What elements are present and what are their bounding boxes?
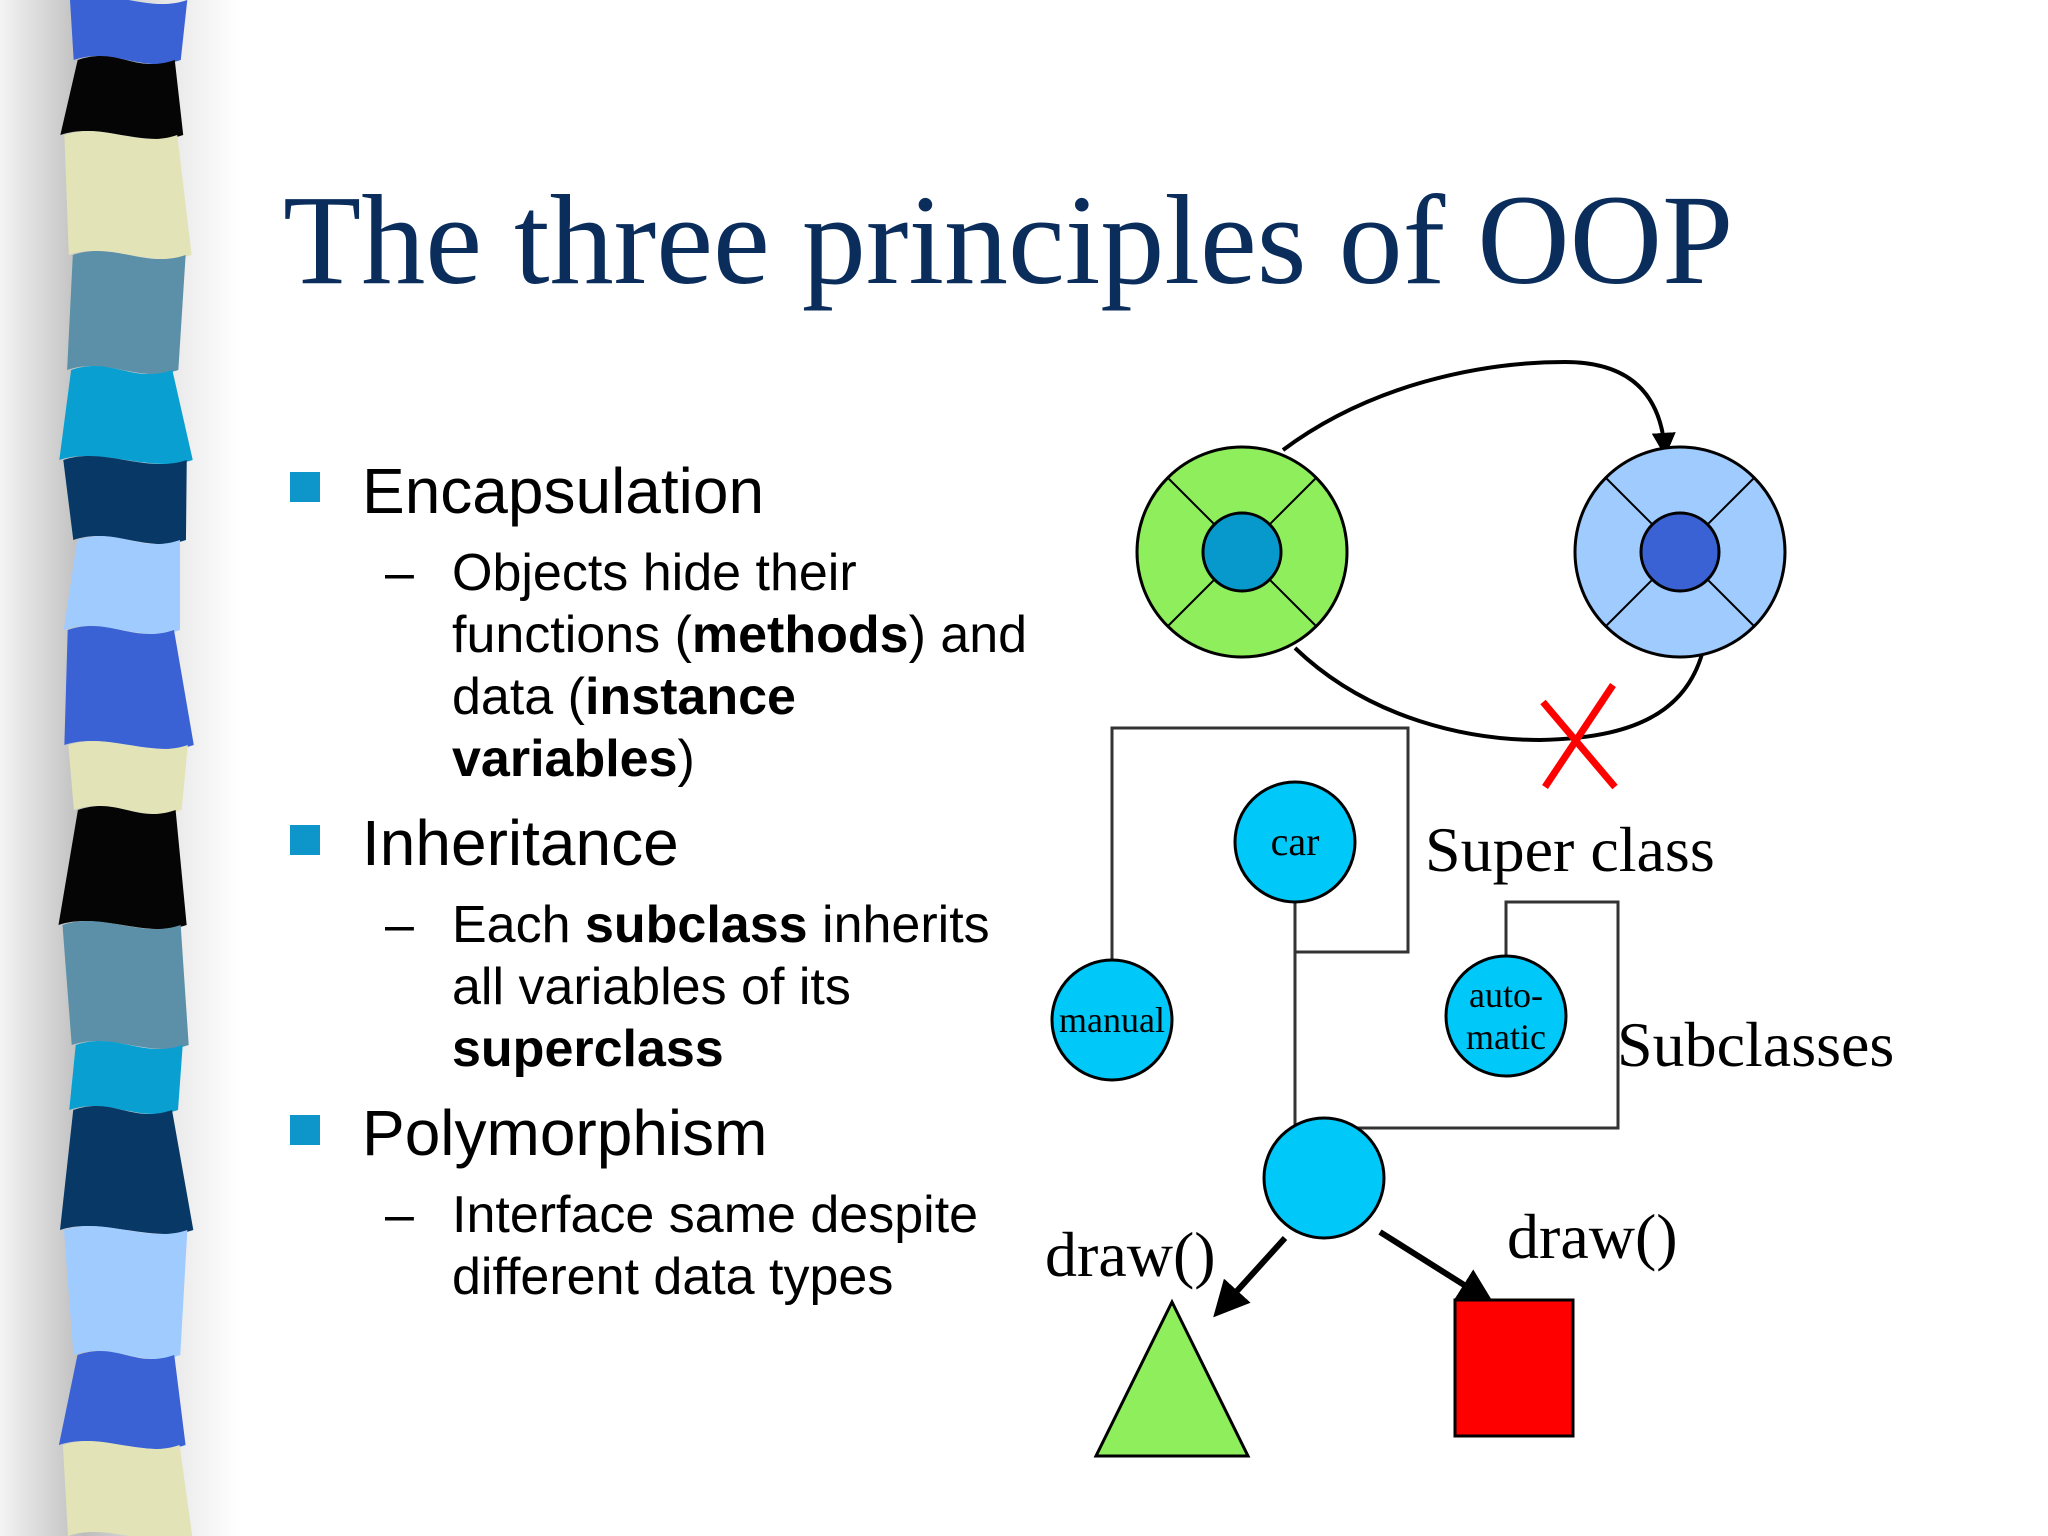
automatic-node	[1444, 954, 1568, 1078]
text-run: auto-	[1469, 975, 1543, 1015]
text-run: )	[677, 730, 695, 788]
inheritance-connectors	[1110, 726, 1620, 1130]
dash-icon: –	[385, 1186, 414, 1244]
superclass-label: Super class	[1425, 814, 1715, 885]
car-node-label: car	[1270, 819, 1320, 864]
encapsulation-description: Objects hide their functions (methods) a…	[452, 542, 1027, 790]
text-run-bold: superclass	[452, 1020, 724, 1078]
ribbon-stripe	[60, 1105, 194, 1235]
ribbon-stripe	[62, 920, 189, 1050]
dash-icon: –	[385, 896, 414, 954]
manual-node-label: manual	[1059, 1000, 1165, 1040]
ribbon-stripe	[58, 1350, 186, 1450]
text-run-bold: subclass	[584, 896, 808, 954]
shape-node	[1262, 1116, 1386, 1240]
ribbon-stripe	[68, 740, 188, 815]
blocked-access-cross-icon	[1540, 683, 1618, 790]
message-arrow-top	[1281, 359, 1676, 457]
ribbon-stripes	[58, 0, 194, 1536]
text-run: all variables of its	[452, 958, 851, 1016]
draw-left-label: draw()	[1045, 1219, 1216, 1290]
bullet-square-icon	[290, 1115, 320, 1145]
ribbon-stripe	[63, 455, 187, 545]
manual-node	[1050, 958, 1174, 1082]
ribbon-stripe	[64, 130, 192, 260]
encapsulated-object-blue	[1573, 445, 1787, 659]
draw-arrow-right	[1378, 1229, 1495, 1304]
text-run: functions (	[452, 606, 692, 664]
ribbon-stripe	[69, 1040, 183, 1115]
bullet-square-icon	[290, 472, 320, 502]
text-run: Objects hide their	[452, 544, 857, 602]
text-run: Interface same despite	[452, 1186, 979, 1244]
slide-title: The three principles of OOP	[283, 169, 1734, 311]
draw-right-label: draw()	[1507, 1201, 1678, 1272]
ribbon-stripe	[70, 0, 188, 64]
draw-arrow-left	[1213, 1235, 1288, 1318]
car-node	[1233, 780, 1357, 904]
text-run-bold: methods	[691, 606, 909, 664]
automatic-node-label: auto- matic	[1446, 974, 1566, 1058]
text-run: Each	[452, 896, 585, 954]
ribbon-stripe	[64, 1225, 188, 1360]
text-run-bold: instance	[584, 668, 796, 726]
bullet-square-icon	[290, 825, 320, 855]
inheritance-description: Each subclass inherits all variables of …	[452, 894, 990, 1080]
text-run: inherits	[807, 896, 990, 954]
text-run: different data types	[452, 1248, 894, 1306]
ribbon-stripe	[60, 55, 184, 140]
ribbon-stripe	[63, 535, 180, 635]
ribbon-stripe	[58, 805, 187, 930]
subclasses-label: Subclasses	[1617, 1009, 1895, 1080]
message-arrow-bottom	[1293, 585, 1722, 743]
text-run: matic	[1466, 1017, 1546, 1057]
dash-icon: –	[385, 544, 414, 602]
bullet-polymorphism: Polymorphism	[362, 1097, 768, 1169]
ribbon-stripe	[59, 365, 193, 465]
text-run: data (	[452, 668, 585, 726]
ribbon-stripe	[67, 250, 186, 375]
polymorphism-description: Interface same despite different data ty…	[452, 1184, 978, 1308]
ribbon-stripe	[64, 625, 194, 750]
decorative-ribbon	[0, 0, 240, 1536]
triangle-shape	[1093, 1298, 1251, 1458]
text-run: ) and	[908, 606, 1028, 664]
ribbon-stripe	[62, 1441, 193, 1536]
square-shape	[1453, 1298, 1575, 1438]
bullet-encapsulation: Encapsulation	[362, 455, 765, 527]
encapsulated-object-green	[1135, 445, 1349, 659]
text-run-bold: variables	[452, 730, 678, 788]
bullet-inheritance: Inheritance	[362, 807, 679, 879]
